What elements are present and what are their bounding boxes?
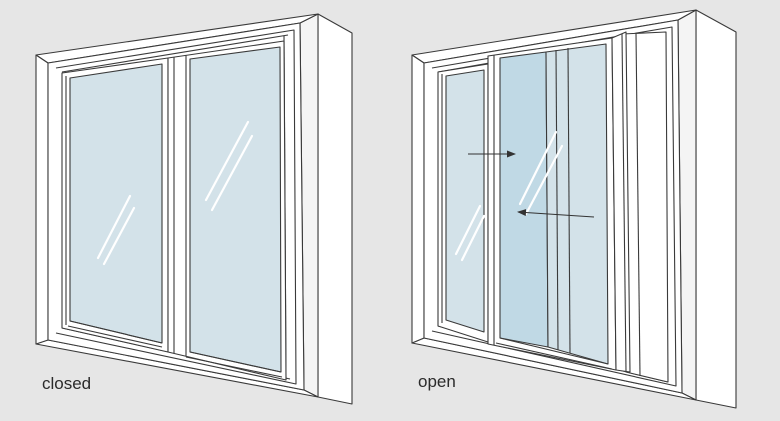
arrow-left-icon [517,209,595,218]
left-glass [445,69,485,333]
frame-left [35,54,49,345]
right-glass [189,46,282,373]
frame-side [317,13,353,405]
frame-left [411,54,425,344]
glass-reflection [96,120,254,266]
left-glass [69,63,163,344]
closed-window [35,13,353,405]
caption-closed: closed [42,374,92,393]
right-glass [545,43,609,365]
overlap-glass [499,51,549,348]
caption-open: open [418,372,456,391]
open-window [411,9,737,409]
frame-side [695,9,737,409]
glass-reflection [454,130,564,262]
